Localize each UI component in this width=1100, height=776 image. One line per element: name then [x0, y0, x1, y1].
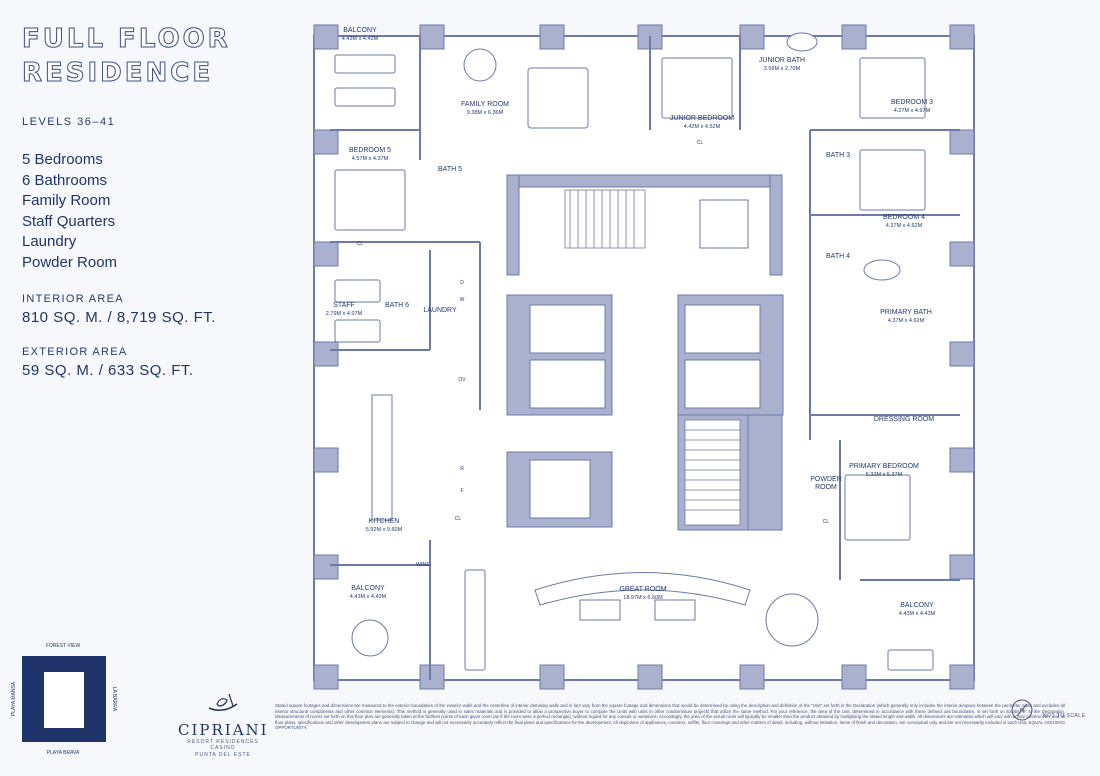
dim-junior-bath: 3.56M x 2.70M: [764, 66, 801, 72]
key-label-top: FOREST VIEW: [46, 643, 81, 649]
dim-balcony-se: 4.43M x 4.43M: [899, 611, 936, 617]
label-refrigerator: R: [460, 466, 464, 472]
label-closet: CL: [823, 519, 830, 525]
feature-item: Family Room: [22, 192, 111, 209]
key-label-right: LA BARRA: [111, 687, 117, 712]
label-kitchen: KITCHEN: [369, 518, 400, 525]
label-great-room: GREAT ROOM: [619, 586, 666, 593]
brand-location: PUNTA DEL ESTE: [195, 752, 251, 758]
key-label-bottom: PLAYA BRAVA: [47, 750, 80, 756]
label-oven: OV: [458, 377, 466, 383]
exterior-area-label: EXTERIOR AREA: [22, 346, 128, 358]
label-bath-6: BATH 6: [385, 302, 409, 309]
brand-subtitle: RESORT RESIDENCES CASINO: [187, 739, 259, 751]
dim-bedroom-3: 4.27M x 4.97M: [894, 108, 931, 114]
dim-balcony-nw: 4.43M x 4.43M: [342, 36, 379, 42]
label-staff: STAFF: [333, 302, 355, 309]
label-dryer: D: [460, 280, 464, 286]
label-bath-3: BATH 3: [826, 152, 850, 159]
dim-kitchen: 5.92M x 9.60M: [366, 527, 403, 533]
label-bedroom-5: BEDROOM 5: [349, 147, 391, 154]
floor-plan: BALCONY 4.43M x 4.43M FAMILY ROOM 9.38M …: [313, 24, 975, 690]
dim-primary-bedroom: 5.32M x 5.37M: [866, 472, 903, 478]
north-arrow-icon: N: [1011, 699, 1033, 721]
feature-item: Laundry: [22, 233, 77, 250]
label-bedroom-4: BEDROOM 4: [883, 214, 925, 221]
title-line-2: RESIDENCE: [22, 58, 214, 89]
label-junior-bath: JUNIOR BATH: [759, 57, 805, 64]
feature-item: 6 Bathrooms: [22, 171, 108, 189]
dim-bedroom-5: 4.57M x 4.37M: [352, 156, 389, 162]
site-key-plan: FOREST VIEW PLAYA BRAVA PLAYA MANSA LA B…: [11, 643, 117, 756]
dim-bedroom-4: 4.37M x 4.62M: [886, 223, 923, 229]
north-label: N: [1020, 708, 1024, 714]
label-closet: CL: [455, 516, 462, 522]
room-labels: BALCONY 4.43M x 4.43M FAMILY ROOM 9.38M …: [326, 27, 936, 617]
cipriani-logo: CIPRIANI RESORT RESIDENCES CASINO PUNTA …: [178, 690, 268, 758]
levels-label: LEVELS 36–41: [22, 116, 116, 128]
label-primary-bath: PRIMARY BATH: [880, 309, 932, 316]
label-closet: CL: [357, 241, 364, 247]
label-washer: W: [460, 297, 465, 303]
structural-columns: [313, 24, 975, 690]
label-powder: POWDER: [810, 476, 842, 483]
label-balcony-nw: BALCONY: [343, 27, 377, 34]
furniture: [334, 32, 934, 671]
label-closet: CL: [697, 140, 704, 146]
gondola-icon: [208, 693, 238, 712]
label-family-room: FAMILY ROOM: [461, 101, 509, 108]
brand-name: CIPRIANI: [178, 721, 269, 739]
dim-balcony-sw: 4.43M x 4.43M: [350, 594, 387, 600]
key-label-left: PLAYA MANSA: [11, 681, 17, 716]
interior-area-label: INTERIOR AREA: [22, 293, 124, 305]
stairs: [564, 189, 741, 526]
label-laundry: LAUNDRY: [423, 307, 457, 314]
elevator-cabs: [529, 199, 761, 519]
legal-disclaimer: Stated square footages and dimensions ar…: [275, 703, 1065, 731]
dim-family-room: 9.38M x 6.36M: [467, 110, 504, 116]
label-bath-4: BATH 4: [826, 253, 850, 260]
label-dressing-room: DRESSING ROOM: [874, 416, 934, 423]
label-primary-bedroom: PRIMARY BEDROOM: [849, 463, 919, 470]
feature-item: Powder Room: [22, 253, 118, 271]
feature-item: Staff Quarters: [22, 212, 116, 230]
feature-item: 5 Bedrooms: [22, 151, 103, 168]
dim-great-room: 18.97M x 6.60M: [623, 595, 663, 601]
dim-primary-bath: 4.37M x 4.62M: [888, 318, 925, 324]
interior-walls: [330, 36, 960, 680]
label-freezer: F: [460, 488, 463, 494]
label-bedroom-3: BEDROOM 3: [891, 99, 933, 106]
not-to-scale-note: NOT TO SCALE: [1043, 713, 1086, 719]
interior-area-value: 810 SQ. M. / 8,719 SQ. FT.: [22, 309, 216, 326]
info-panel: FULL FLOOR RESIDENCE LEVELS 36–41 5 Bedr…: [22, 22, 292, 380]
title-line-1: FULL FLOOR: [22, 24, 231, 55]
feature-list: 5 Bedrooms 6 Bathrooms Family Room Staff…: [22, 150, 292, 273]
dim-staff: 2.79M x 4.07M: [326, 311, 363, 317]
exterior-area-value: 59 SQ. M. / 633 SQ. FT.: [22, 362, 194, 379]
label-wine: WINE: [416, 562, 431, 568]
dim-junior-bedroom: 4.42M x 4.52M: [684, 124, 721, 130]
label-powder-room: ROOM: [815, 484, 837, 491]
label-balcony-se: BALCONY: [900, 602, 934, 609]
label-balcony-sw: BALCONY: [351, 585, 385, 592]
label-bath-5: BATH 5: [438, 166, 462, 173]
key-unit: [44, 672, 84, 728]
label-junior-bedroom: JUNIOR BEDROOM: [670, 115, 734, 122]
